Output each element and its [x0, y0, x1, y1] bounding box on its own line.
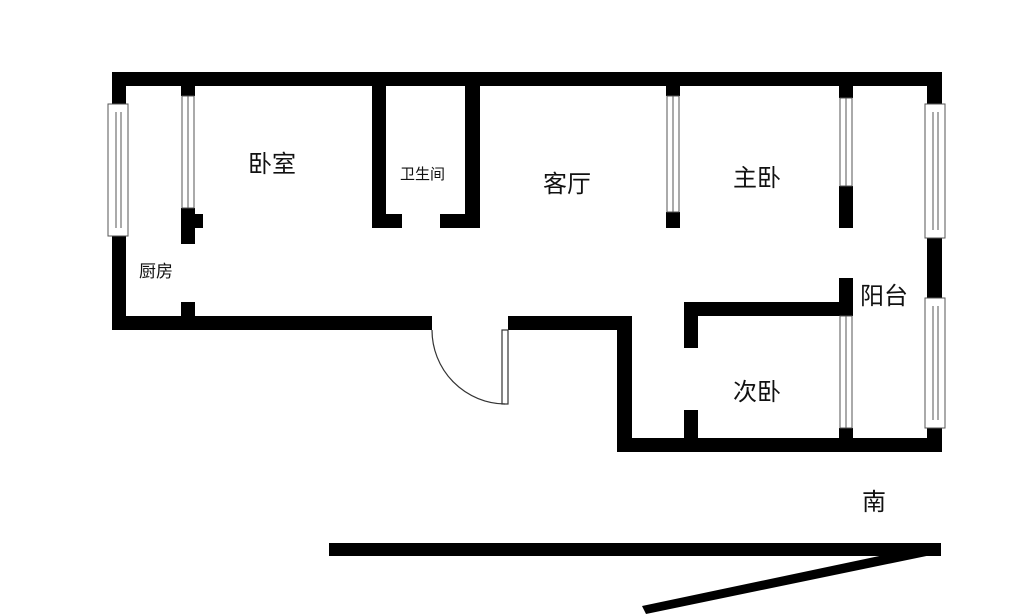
door-leaf: [501, 329, 509, 405]
window-balcony-lower: [924, 297, 946, 429]
balcony-label: 阳台: [860, 282, 908, 310]
bathroom-right-wall: [465, 86, 480, 228]
kitchen-label: 厨房: [139, 262, 173, 282]
bathroom-label: 卫生间: [400, 165, 445, 183]
bathroom-door-mark: [386, 214, 400, 228]
kitchen-partition-top: [181, 86, 195, 96]
second-bedroom-left-lower: [684, 410, 698, 452]
bathroom-left-wall: [372, 86, 386, 228]
master-balcony-partition-bottom: [839, 186, 853, 228]
kitchen-partition-stub: [181, 208, 195, 244]
south-baseline: [329, 543, 941, 556]
bottom-wall-right: [617, 438, 941, 452]
bottom-wall-mid: [508, 316, 632, 330]
door-swing-arc: [431, 329, 506, 405]
left-wall-lower: [112, 232, 126, 330]
second-bedroom-label: 次卧: [733, 378, 781, 406]
top-wall: [112, 72, 942, 86]
window-balcony-upper: [924, 103, 946, 239]
second-bedroom-right-bottom: [839, 428, 853, 452]
window-kitchen: [107, 103, 129, 237]
right-wall-bottom: [927, 428, 942, 452]
south-label: 南: [862, 488, 886, 516]
right-wall-mid: [927, 238, 942, 298]
bottom-wall-left: [112, 316, 432, 330]
walls: [112, 72, 942, 452]
master-balcony-partition-top: [839, 86, 853, 98]
living-partition-bottom: [666, 212, 680, 228]
second-bedroom-left-upper: [684, 302, 698, 348]
second-bedroom-top-wall: [684, 302, 853, 316]
living-partition-top: [666, 86, 680, 96]
bedroom-label: 卧室: [248, 150, 296, 178]
notch-wall-vertical: [617, 316, 632, 452]
kitchen-partition-bottom: [181, 302, 195, 318]
left-wall-upper: [112, 72, 126, 108]
entrance-door: [431, 329, 509, 405]
living-room-label: 客厅: [543, 170, 591, 198]
compass-indicator: [329, 543, 941, 614]
kitchen-partition-jamb: [195, 214, 203, 228]
master-bedroom-label: 主卧: [733, 164, 781, 192]
south-pointer: [642, 543, 941, 614]
right-wall-top: [927, 72, 942, 104]
windows: [107, 95, 946, 429]
